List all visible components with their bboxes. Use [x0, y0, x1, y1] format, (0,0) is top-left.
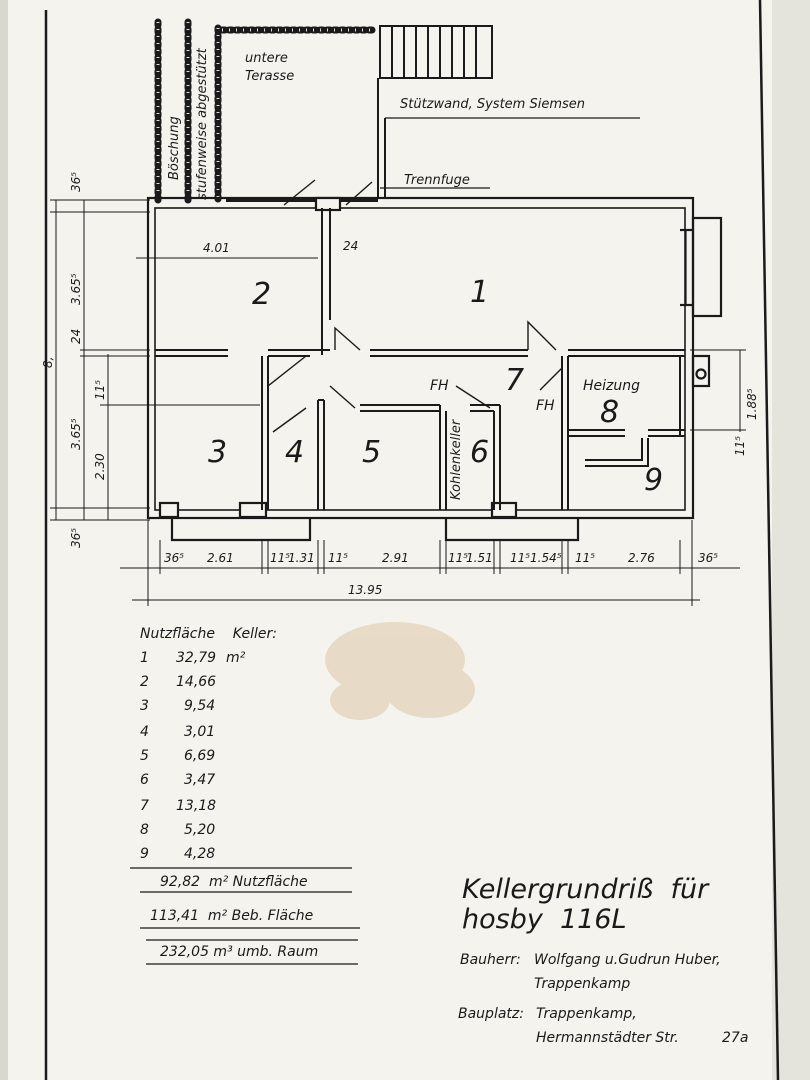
- dim-room2-width: 4.01: [203, 241, 230, 255]
- room-5-number: 5: [362, 435, 381, 470]
- dim-left-230: 2.30: [93, 453, 107, 480]
- room-2-number: 2: [252, 277, 271, 312]
- dim-wall-24: 24: [343, 239, 358, 253]
- bottom-dimension-row: 36⁵ 2.61 11⁵ 1.31 11⁵ 2.91 11⁵ 1.51 11⁵ …: [164, 551, 718, 565]
- area-row-9-value: 4,28: [184, 846, 215, 862]
- sheet-frame: [44, 0, 780, 1080]
- site-number: 27a: [722, 1030, 748, 1046]
- outer-walls: [146, 196, 723, 542]
- area-row-1-no: 1: [140, 650, 149, 666]
- owner-place: Trappenkamp: [534, 976, 630, 992]
- terrace-label-2: Terasse: [245, 69, 294, 84]
- dim-bottom-10: 1.54⁵: [530, 551, 562, 565]
- room-9-number: 9: [644, 463, 663, 498]
- area-row-4-value: 3,01: [184, 724, 215, 740]
- room-6-label: Kohlenkeller: [449, 418, 464, 500]
- area-row-8-value: 5,20: [184, 822, 215, 838]
- dim-left-365-bottom: 36⁵: [69, 528, 83, 548]
- room-8-number: 8: [600, 395, 619, 430]
- interior-walls: [155, 208, 685, 510]
- area-row-7-value: 13,18: [176, 798, 216, 814]
- area-row-4-no: 4: [140, 724, 149, 740]
- site-label: Bauplatz:: [458, 1006, 524, 1022]
- dim-total-width: 13.95: [348, 583, 382, 597]
- dim-bottom-8: 1.51: [466, 551, 493, 565]
- site-town: Trappenkamp,: [536, 1006, 637, 1022]
- fh-mark-1: FH: [430, 378, 449, 394]
- retaining-wall-label: Stützwand, System Siemsen: [400, 97, 585, 112]
- terrace-label-1: untere: [245, 51, 288, 66]
- area-row-1-value: 32,79: [176, 650, 216, 666]
- total-volume: 232,05 m³ umb. Raum: [160, 944, 318, 960]
- site-street: Hermannstädter Str.: [536, 1030, 679, 1046]
- area-row-6-no: 6: [140, 772, 149, 788]
- room-6-number: 6: [470, 435, 489, 470]
- total-built-area: 113,41 m² Beb. Fläche: [150, 908, 313, 924]
- dim-bottom-12: 2.76: [628, 551, 655, 565]
- joint-label: Trennfuge: [404, 173, 470, 188]
- room-7-number: 7: [505, 363, 524, 398]
- area-row-9-no: 9: [140, 846, 149, 862]
- dim-bottom-5: 11⁵: [328, 551, 348, 565]
- plan-title-model: hosby 116L: [462, 904, 627, 935]
- dim-bottom-1: 36⁵: [164, 551, 184, 565]
- dim-bottom-4: 1.31: [288, 551, 315, 565]
- dim-left-24: 24: [69, 329, 83, 344]
- owner-names: Wolfgang u.Gudrun Huber,: [534, 952, 721, 968]
- door-swings: [267, 179, 563, 433]
- dim-bottom-6: 2.91: [382, 551, 409, 565]
- dim-bottom-11: 11⁵: [575, 551, 595, 565]
- dim-bottom-9: 11⁵: [510, 551, 530, 565]
- dim-left-365-top: 36⁵: [69, 172, 83, 192]
- room-8-label: Heizung: [583, 378, 640, 394]
- area-totals: [130, 867, 360, 965]
- dim-left-8: 8,: [41, 357, 55, 368]
- dim-left-115: 11⁵: [93, 380, 107, 400]
- area-row-5-value: 6,69: [184, 748, 215, 764]
- dim-bottom-3: 11⁵: [270, 551, 290, 565]
- owner-label: Bauherr:: [460, 952, 521, 968]
- plan-title: Kellergrundriß für: [462, 874, 710, 905]
- area-row-5-no: 5: [140, 748, 149, 764]
- area-row-6-value: 3,47: [184, 772, 215, 788]
- room-4-number: 4: [285, 435, 304, 470]
- dim-bottom-7: 11⁵: [448, 551, 468, 565]
- dim-bottom-13: 36⁵: [698, 551, 718, 565]
- area-table-header: Nutzfläche Keller:: [140, 626, 277, 642]
- stain: [325, 622, 475, 720]
- area-row-7-no: 7: [140, 798, 149, 814]
- dim-right-115: 11⁵: [733, 436, 747, 456]
- area-row-3-value: 9,54: [184, 698, 215, 714]
- room-3-number: 3: [208, 435, 227, 470]
- dim-bottom-2: 2.61: [207, 551, 234, 565]
- dim-left-365-room2: 3.65⁵: [69, 273, 83, 305]
- total-usable-area: 92,82 m² Nutzfläche: [160, 874, 308, 890]
- dim-right-188: 1.88⁵: [745, 388, 759, 420]
- area-row-2-value: 14,66: [176, 674, 216, 690]
- area-row-2-no: 2: [140, 674, 149, 690]
- fh-mark-2: FH: [536, 398, 555, 414]
- area-row-8-no: 8: [140, 822, 149, 838]
- slope-label: Böschung: [167, 116, 182, 180]
- dimension-lines: [50, 199, 746, 606]
- dim-left-365-lower: 3.65⁵: [69, 418, 83, 450]
- area-row-1-unit: m²: [226, 650, 246, 666]
- slope-label-2: stufenweise abgestützt: [195, 47, 210, 200]
- area-row-3-no: 3: [140, 698, 149, 714]
- retaining-wall: [377, 25, 640, 198]
- area-table: 1 32,79 m² 2 14,66 3 9,54 4 3,01 5 6,69 …: [140, 650, 246, 862]
- room-1-number: 1: [470, 275, 489, 310]
